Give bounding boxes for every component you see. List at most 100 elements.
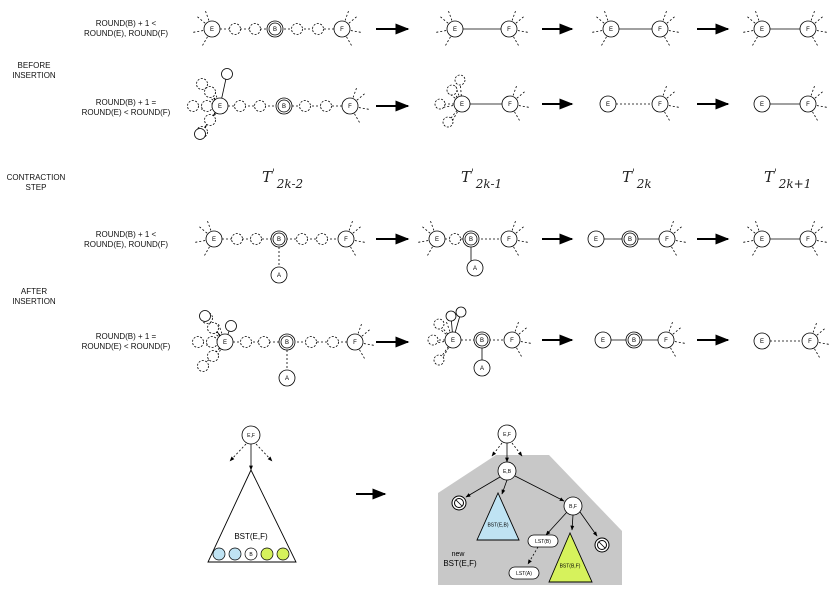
node-f-spoke: [513, 246, 520, 257]
node-f: [799, 230, 817, 248]
cluster-node: [433, 318, 445, 330]
node-f-spoke: [361, 328, 371, 337]
node-f-spoke: [512, 85, 518, 96]
node-f-spoke: [669, 220, 675, 231]
node-f-spoke: [511, 10, 517, 21]
cluster-node: [434, 98, 446, 110]
node-f-spoke: [352, 87, 358, 98]
bst-leaf: [260, 547, 274, 561]
node-e-label: E: [460, 102, 464, 108]
bst-leaf: [276, 547, 290, 561]
chain-node: [299, 100, 311, 112]
new-bst-dashed-arrow: [491, 442, 503, 457]
node-e-spoke: [426, 246, 433, 257]
node-f-label: F: [508, 102, 512, 108]
cluster-node: [454, 74, 466, 86]
node-b-inner-ring: [280, 335, 294, 349]
node-e-label: E: [223, 340, 227, 346]
new-region-label: BST(E,F): [443, 559, 477, 568]
new-region-label: new: [452, 551, 466, 558]
cluster-node: [204, 86, 216, 98]
node-e: [428, 230, 446, 248]
cluster-edge: [451, 89, 463, 105]
node-f-spoke: [814, 225, 824, 234]
node-f-label: F: [806, 102, 810, 108]
cluster-node: [196, 78, 208, 90]
node-e-spoke: [206, 220, 212, 231]
node-f: [333, 20, 351, 38]
lst-a-label: LST(A): [516, 571, 532, 577]
node-f-spoke: [668, 321, 674, 332]
node-f-spoke: [514, 111, 521, 122]
node-e-spoke: [198, 225, 208, 234]
bst-dashed-arrow: [255, 443, 273, 462]
node-f-label: F: [507, 237, 511, 243]
node-b-inner-ring: [272, 232, 286, 246]
bst-leaf: [212, 547, 226, 561]
node-e-label: E: [218, 104, 222, 110]
node-a: [270, 266, 288, 284]
bst-ef-triangle: [207, 468, 297, 563]
node-e: [753, 20, 771, 38]
node-f-spoke: [516, 347, 523, 358]
node-f-spoke: [346, 36, 353, 47]
node-f-spoke: [674, 341, 686, 344]
bst-root-node: [241, 425, 261, 445]
node-f-spoke: [812, 246, 819, 257]
node-f-spoke: [517, 240, 529, 243]
cluster-node: [433, 354, 445, 366]
node-f-spoke: [357, 323, 363, 334]
node-e-spoke: [451, 111, 458, 122]
node-f-spoke: [352, 225, 362, 234]
chain-node: [240, 336, 252, 348]
condition-row3: ROUND(B) + 1 <ROUND(E), ROUND(F): [84, 230, 168, 249]
node-f-label: F: [664, 338, 668, 344]
bst-leaf-b-label: B: [249, 552, 253, 558]
node-a: [278, 369, 296, 387]
node-e-spoke: [417, 240, 429, 243]
node-f-spoke: [810, 85, 816, 96]
node-f-spoke: [810, 220, 816, 231]
node-e-spoke: [429, 220, 435, 231]
node-a-label: A: [473, 266, 477, 272]
node-f-label: F: [344, 237, 348, 243]
node-e-label: E: [453, 27, 457, 33]
node-f-spoke: [662, 10, 668, 21]
node-f-label: F: [665, 237, 669, 243]
node-e-spoke: [435, 30, 447, 33]
cluster-node: [442, 116, 454, 128]
node-f-label: F: [806, 27, 810, 33]
cluster-node: [427, 334, 439, 346]
node-e-spoke: [442, 105, 454, 108]
node-f-spoke: [666, 90, 676, 99]
node-b-inner-ring: [475, 333, 489, 347]
condition-row1: ROUND(B) + 1 <ROUND(E), ROUND(F): [84, 19, 168, 38]
bst-dashed-arrow: [229, 443, 247, 462]
node-f-spoke: [348, 220, 354, 231]
node-f-spoke: [363, 343, 375, 346]
node-f-spoke: [814, 348, 821, 359]
condition-row2: ROUND(B) + 1 =ROUND(E) < ROUND(F): [81, 98, 171, 117]
node-f: [500, 20, 518, 38]
lst-dashed-arrow: [527, 546, 539, 565]
node-b-label: B: [285, 340, 289, 346]
node-f-spoke: [818, 342, 830, 345]
cluster-node: [192, 336, 204, 348]
node-e-spoke: [203, 246, 210, 257]
node-f-spoke: [816, 240, 828, 243]
node-f-spoke: [668, 105, 680, 108]
node-f-spoke: [348, 15, 358, 24]
node-f-spoke: [664, 111, 671, 122]
node-f: [651, 20, 669, 38]
node-f-spoke: [666, 15, 676, 24]
eb-arrow: [514, 475, 565, 502]
node-e-spoke: [591, 30, 603, 33]
node-f-spoke: [672, 326, 682, 335]
node-b-label: B: [632, 338, 636, 344]
node-f-spoke: [511, 220, 517, 231]
cluster-node: [204, 114, 216, 126]
lst-b-label: LST(B): [535, 539, 551, 545]
node-f: [501, 95, 519, 113]
